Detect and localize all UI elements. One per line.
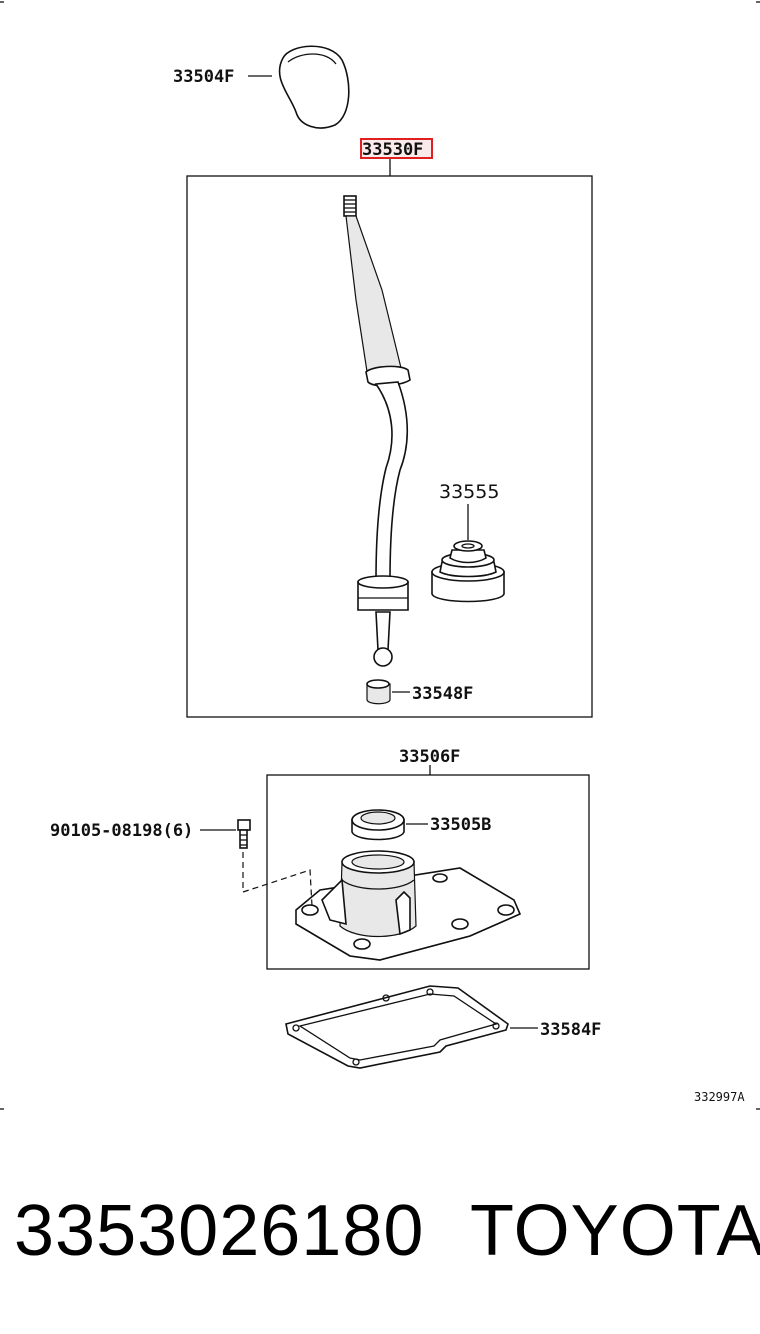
label-retainer[interactable]: 33505B: [430, 815, 491, 835]
shift-boot: [431, 540, 505, 603]
bolt-dashed-guide: [242, 852, 313, 907]
lever-housing: [295, 850, 522, 961]
diagram-id: 332997A: [694, 1090, 745, 1104]
label-bolt[interactable]: 90105-08198(6): [50, 821, 193, 841]
shift-lever: [343, 195, 411, 667]
label-bushing[interactable]: 33548F: [412, 684, 473, 704]
label-gasket[interactable]: 33584F: [540, 1020, 601, 1040]
housing-frame: [266, 774, 590, 970]
label-lever-assembly[interactable]: 33530F: [362, 140, 423, 160]
highlight-box: [360, 138, 433, 159]
retainer: [351, 809, 405, 841]
footer-part-number: 3353026180: [14, 1191, 425, 1271]
label-boot[interactable]: 33555: [439, 481, 499, 503]
gasket: [285, 985, 509, 1069]
parts-diagram: 33504F 33530F 33555: [0, 1, 760, 1110]
footer-brand: TOYOTA: [470, 1191, 760, 1271]
lever-assembly-frame: [186, 175, 593, 718]
bolt: [237, 819, 251, 849]
footer: 3353026180 TOYOTA: [0, 1190, 760, 1280]
label-housing[interactable]: 33506F: [399, 747, 460, 767]
label-knob[interactable]: 33504F: [173, 67, 234, 87]
shift-knob: [278, 45, 350, 129]
lever-bushing: [366, 679, 391, 705]
